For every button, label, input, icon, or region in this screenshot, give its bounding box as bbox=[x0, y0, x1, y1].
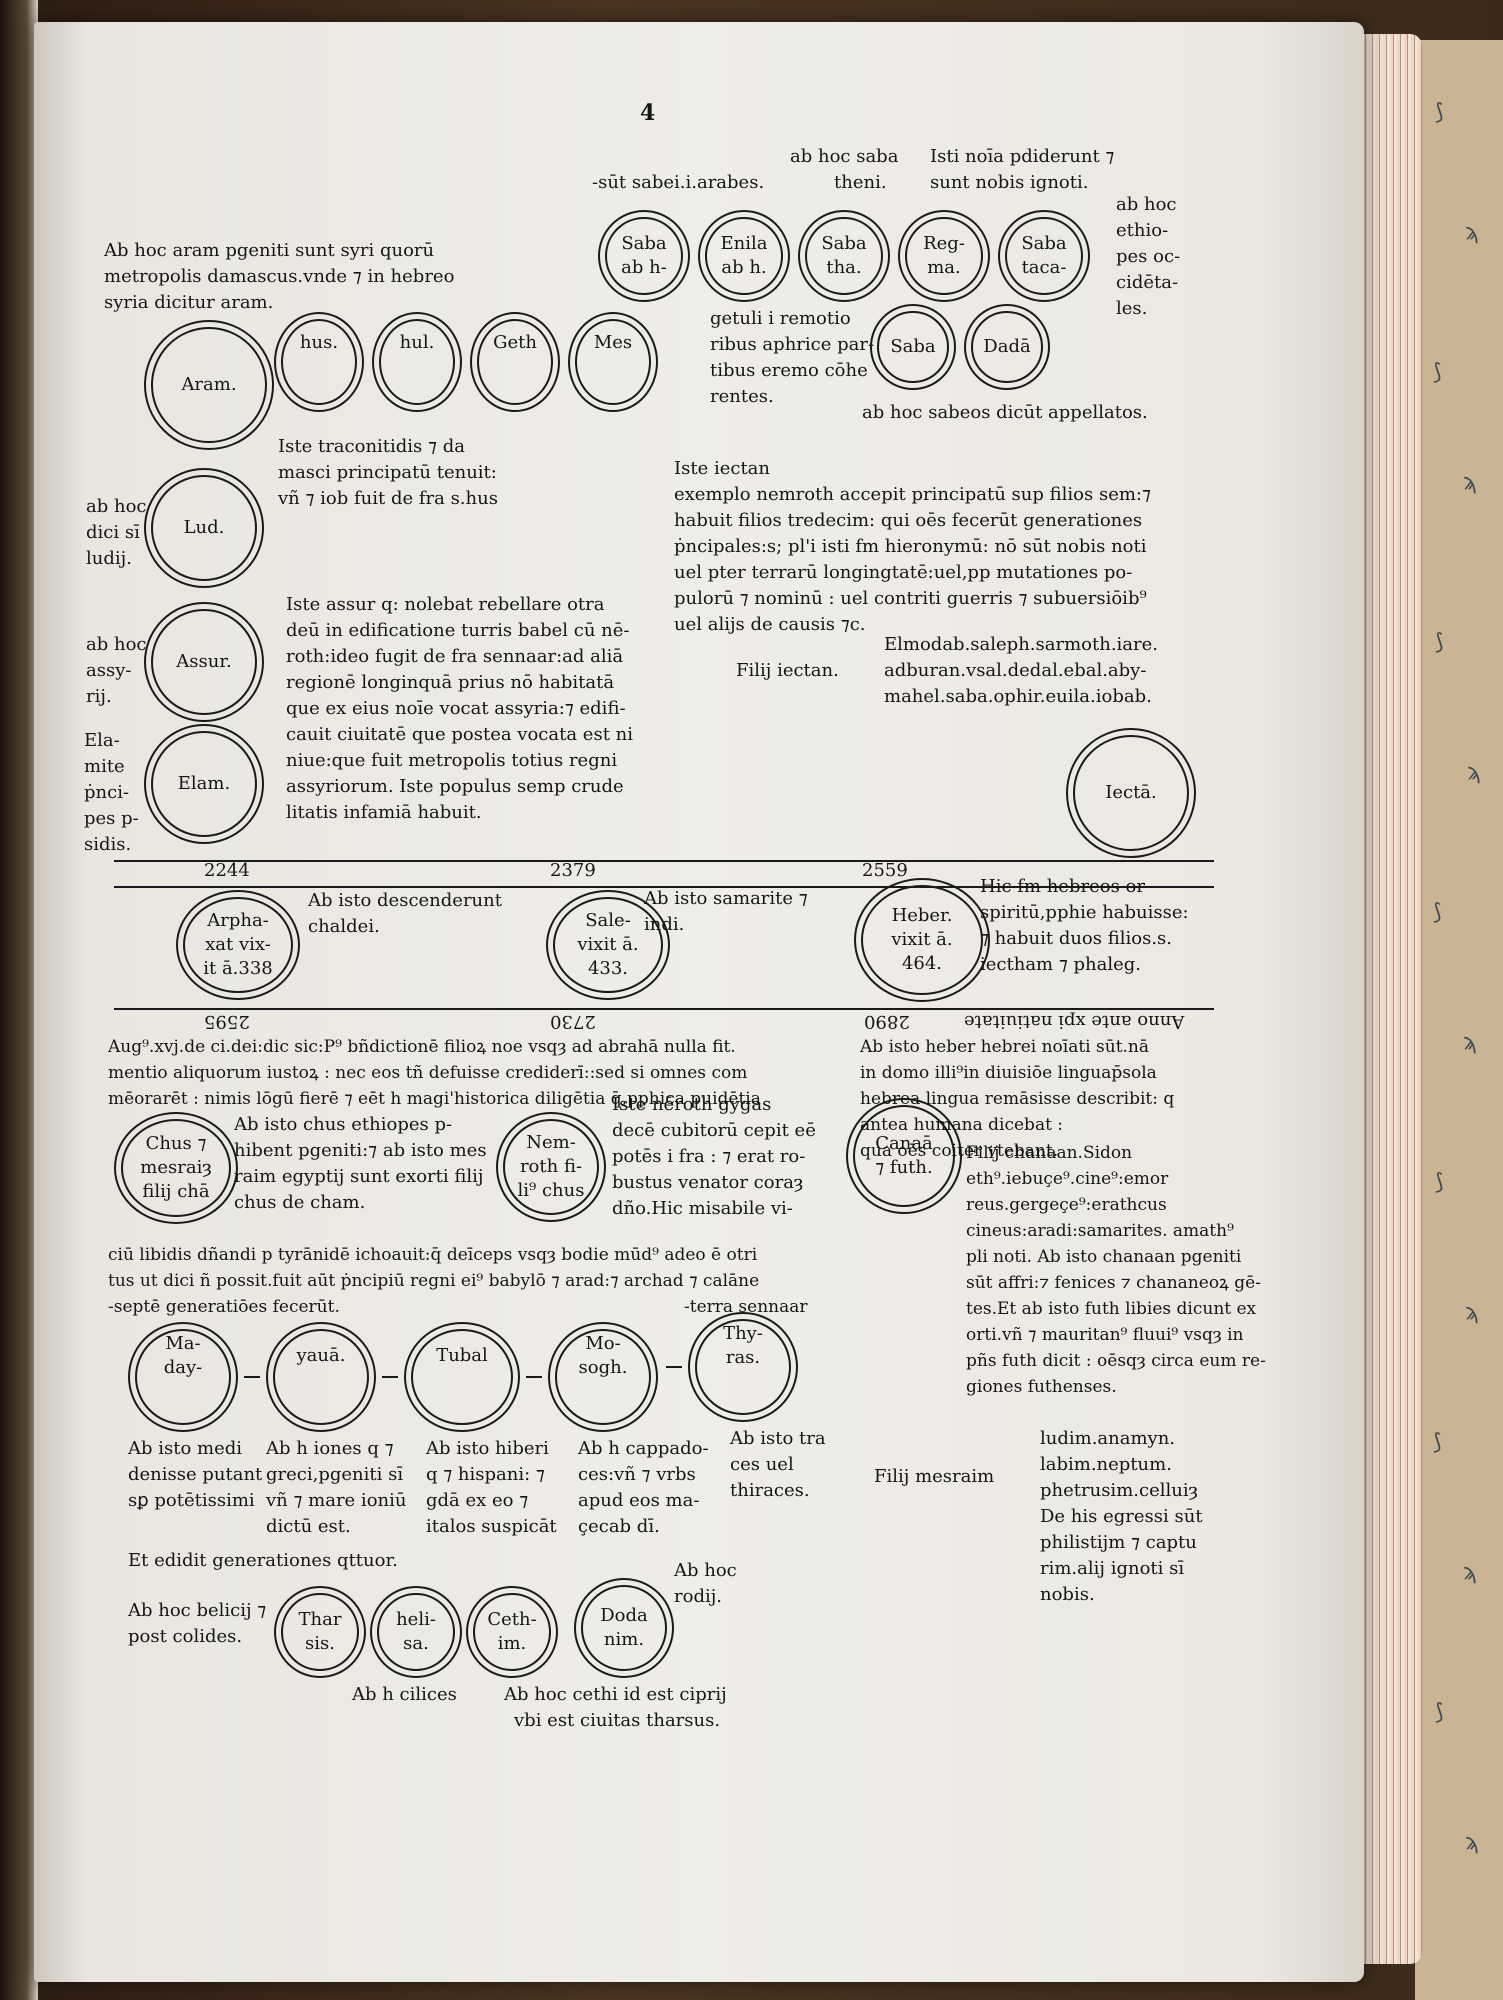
circle-cethim: Ceth- im. bbox=[466, 1586, 558, 1678]
label-filij-mesraim: Filij mesraim bbox=[874, 1466, 995, 1487]
rule-top-2 bbox=[114, 886, 1214, 888]
text-ab-hoc-rodij: Ab hoc rodij. bbox=[674, 1560, 737, 1607]
text-iectan-sons: Elmodab.saleph.sarmoth.iare. adburan.vsa… bbox=[884, 634, 1159, 707]
text-vicium: ciū libidis dñandi p tyrānidē ichoauit:q… bbox=[108, 1245, 760, 1317]
circle-tharsis: Thar sis. bbox=[274, 1586, 366, 1678]
circle-sale: Sale- vixit ā. 433. bbox=[546, 890, 670, 1000]
circle-iectan: Iectā. bbox=[1066, 728, 1196, 858]
text-terra-sennaar: -terra sennaar bbox=[684, 1297, 808, 1317]
text-vbi-est: vbi est ciuitas tharsus. bbox=[514, 1710, 721, 1731]
connector bbox=[526, 1376, 542, 1378]
year-2379: 2379 bbox=[550, 860, 596, 881]
text-japheth-hiberi: Ab isto hiberi q ⁊ hispani: ⁊ gdā ex eo … bbox=[426, 1438, 557, 1537]
connector bbox=[244, 1376, 260, 1378]
circle-heber: Heber. vixit ā. 464. bbox=[854, 878, 990, 1002]
text-hic-hebreos: Hic fm hebreos or spiritū,pphie habuisse… bbox=[980, 876, 1189, 975]
label-isti-nomina: Isti noīa pdiderunt ⁊ sunt nobis ignoti. bbox=[930, 146, 1115, 193]
label-filij-iectan: Filij iectan. bbox=[736, 660, 839, 681]
year-2559: 2559 bbox=[862, 860, 908, 881]
page-block-edge bbox=[1362, 34, 1422, 1964]
text-sabeos-note: ab hoc sabeos dicūt appellatos. bbox=[862, 402, 1148, 423]
text-japheth-iones: Ab h iones q ⁊ greci,pgeniti sī vñ ⁊ mar… bbox=[266, 1438, 407, 1537]
circle-saba-ab-h: Saba ab h- bbox=[598, 210, 690, 302]
circle-chus: Chus ⁊ mesraiȝ filij chā bbox=[114, 1112, 238, 1224]
label-ab-hoc-ethiopes: ab hoc ethio- pes oc- cidēta- les. bbox=[1116, 194, 1181, 319]
circle-gether: Geth bbox=[470, 312, 560, 412]
circle-hul: hul. bbox=[372, 312, 462, 412]
circle-mes: Mes bbox=[568, 312, 658, 412]
text-ab-h-cilices: Ab h cilices bbox=[352, 1684, 457, 1705]
text-ab-hoc-cethi: Ab hoc cethi id est ciprij bbox=[504, 1684, 727, 1705]
text-et-edidit: Et edidit generationes qttuor. bbox=[128, 1550, 398, 1571]
text-aram-note: Ab hoc aram pgeniti sunt syri quorū metr… bbox=[104, 240, 455, 313]
text-iste-neroth: Iste nēroth gygas decē cubitorū cepit eē… bbox=[612, 1094, 816, 1219]
year-2595: 2595 bbox=[204, 1011, 250, 1032]
circle-nemroth: Nem- roth fi- li⁹ chus bbox=[496, 1112, 606, 1222]
circle-dadan: Dadā bbox=[964, 304, 1050, 390]
circle-elisa: heli- sa. bbox=[370, 1586, 462, 1678]
label-theni: theni. bbox=[834, 172, 887, 193]
label-ab-hoc-assyrij: ab hoc assy- rij. bbox=[86, 634, 147, 707]
circle-dodanim: Doda nim. bbox=[574, 1578, 674, 1678]
text-ab-isto-samarite: Ab isto samarite ⁊ indi. bbox=[644, 888, 808, 935]
label-elamite: Ela- mite ṗnci- pes p- sidis. bbox=[84, 730, 139, 855]
marbled-endpaper: ⟆ϡ ⟆ϡ ⟆ϡ ⟆ϡ ⟆ϡ ⟆ϡ ⟆ϡ bbox=[1415, 40, 1503, 2000]
circle-hus: hus. bbox=[274, 312, 364, 412]
rule-top bbox=[114, 860, 1214, 862]
circle-maday: Ma- day- bbox=[128, 1322, 238, 1432]
year-2730: 2730 bbox=[550, 1011, 596, 1032]
circle-lud: Lud. bbox=[144, 468, 264, 588]
circle-arphaxat: Arpha- xat vix- it ā.338 bbox=[176, 890, 300, 1000]
left-page-edge bbox=[0, 0, 38, 2000]
circle-tubal: Tubal bbox=[404, 1322, 520, 1432]
text-getuli-note: getuli i remotio ribus aphrice par- tibu… bbox=[710, 308, 875, 407]
circle-aram: Aram. bbox=[144, 320, 274, 450]
circle-iauan: yauā. bbox=[266, 1322, 376, 1432]
printed-page: 4 ab hoc saba -sūt sabei.i.arabes. theni… bbox=[34, 22, 1364, 1982]
text-ab-isto-chus: Ab isto chus ethiopes p- hibent pgeniti:… bbox=[234, 1114, 487, 1213]
text-iste-iectan: Iste iectan exemplo nemroth accepit prin… bbox=[674, 458, 1151, 635]
circle-saba: Saba bbox=[870, 304, 956, 390]
text-iste-assur: Iste assur q: nolebat rebellare otra deū… bbox=[286, 594, 634, 823]
page-number: 4 bbox=[640, 100, 656, 126]
text-filij-chanaan: Filij chanaan.Sidon eth⁹.iebuçe⁹.cine⁹:e… bbox=[966, 1143, 1266, 1397]
rule-bottom bbox=[114, 1008, 1214, 1010]
circle-elam: Elam. bbox=[144, 724, 264, 844]
year-2890: 2890 bbox=[864, 1011, 910, 1032]
circle-canaan: Canaā ⁊ futh. bbox=[846, 1098, 962, 1214]
circle-sabatha: Saba tha. bbox=[798, 210, 890, 302]
connector bbox=[382, 1376, 398, 1378]
label-sunt-sabei: -sūt sabei.i.arabes. bbox=[592, 172, 765, 193]
text-augustinus: Aug⁹.xvj.de ci.dei:dic sic:P⁹ bñdictionē… bbox=[108, 1037, 761, 1109]
circle-mosoch: Mo- sogh. bbox=[548, 1322, 658, 1432]
text-japheth-cappadoces: Ab h cappado- ces:vñ ⁊ vrbs apud eos ma-… bbox=[578, 1438, 709, 1537]
text-ab-isto-chaldei: Ab isto descenderunt chaldei. bbox=[308, 890, 502, 937]
circle-enila: Enila ab h. bbox=[698, 210, 790, 302]
text-mesraim-sons: ludim.anamyn. labim.neptum. phetrusim.ce… bbox=[1040, 1428, 1203, 1605]
circle-thyras: Thy- ras. bbox=[688, 1312, 798, 1422]
text-iste-traconitidis: Iste traconitidis ⁊ da masci principatū … bbox=[278, 436, 498, 509]
connector bbox=[666, 1366, 682, 1368]
circle-assur: Assur. bbox=[144, 602, 264, 722]
text-ab-hoc-belicij: Ab hoc belicij ⁊ post colides. bbox=[128, 1600, 267, 1647]
label-ab-hoc-dici-ludij: ab hoc dici sī ludij. bbox=[86, 496, 147, 569]
text-japheth-medi: Ab isto medi denisse putant sꝑ potētissi… bbox=[128, 1438, 263, 1511]
text-japheth-thraces: Ab isto tra ces uel thiraces. bbox=[730, 1428, 826, 1501]
circle-regma: Reg- ma. bbox=[898, 210, 990, 302]
text-anno-ante: Anno ante xpi natiuitate bbox=[964, 1011, 1185, 1032]
year-2244: 2244 bbox=[204, 860, 250, 881]
circle-sabataca: Saba taca- bbox=[998, 210, 1090, 302]
label-ab-hoc-saba: ab hoc saba bbox=[790, 146, 899, 167]
